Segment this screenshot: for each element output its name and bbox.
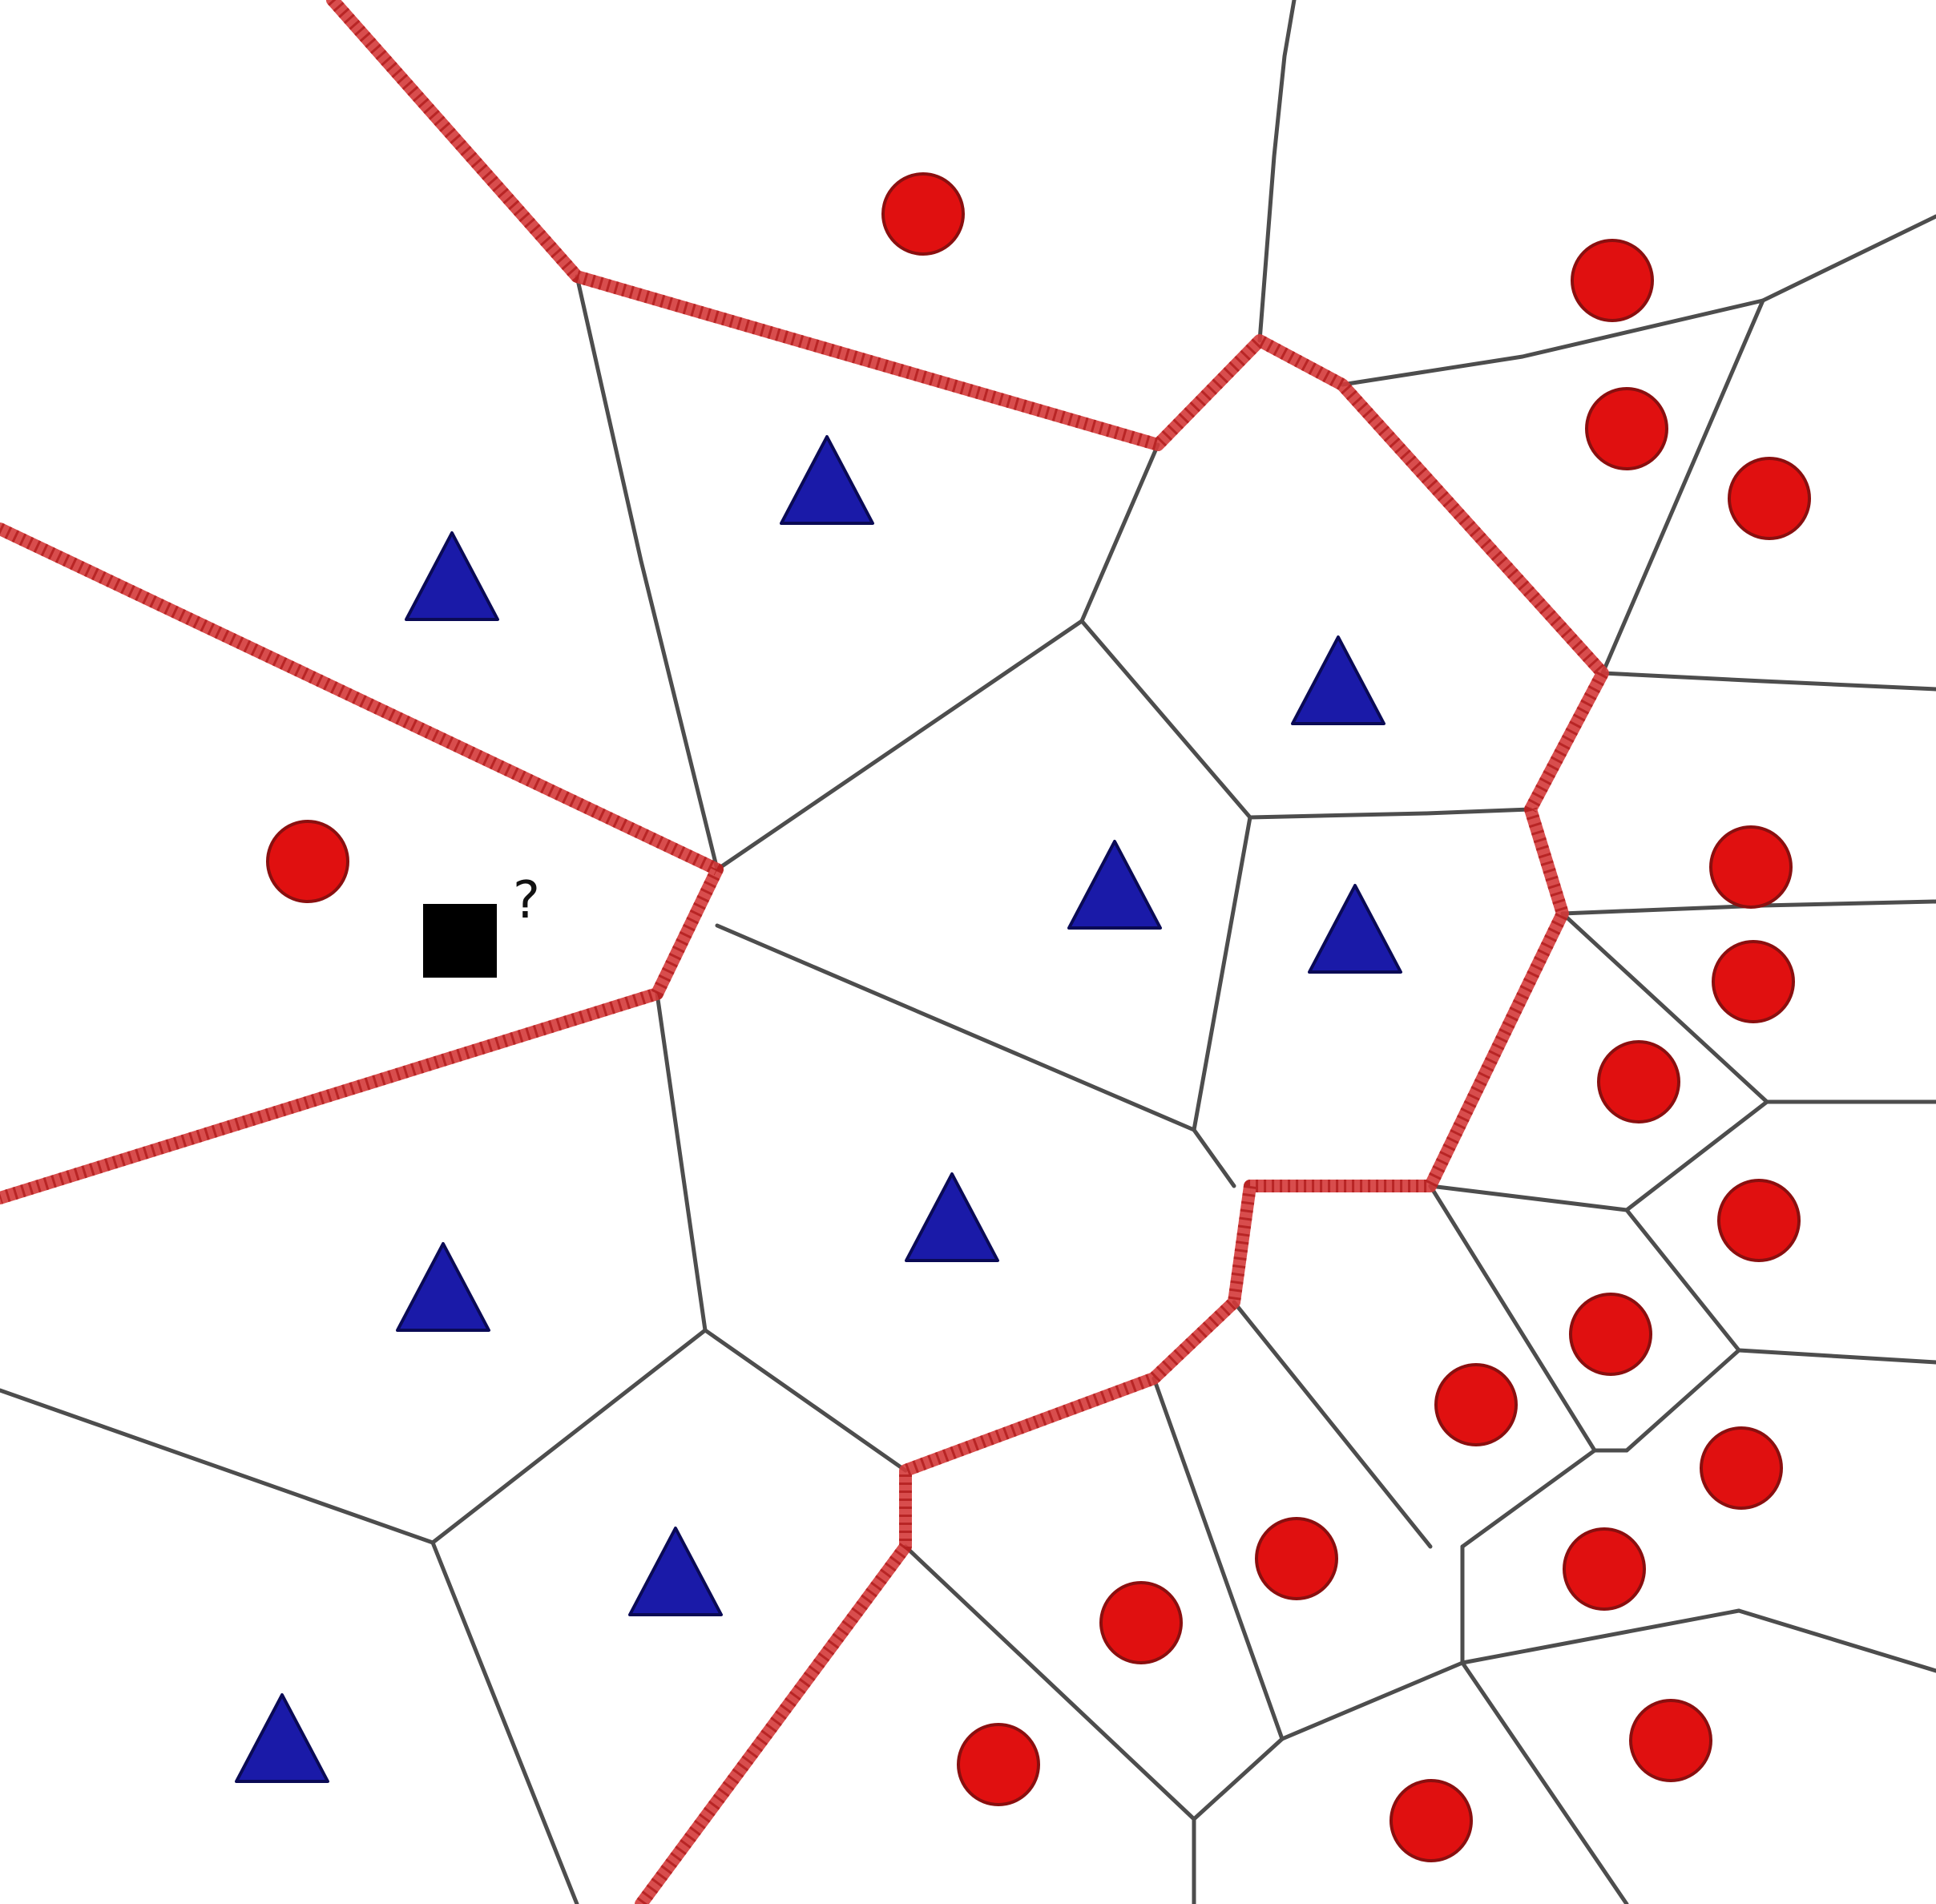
red-circle-point (1717, 1179, 1801, 1262)
red-circle-points (266, 172, 1811, 1862)
red-circle-point (1700, 1426, 1783, 1510)
decision-boundary-segment (0, 522, 724, 1204)
query-point-group: ? (423, 871, 540, 978)
cell-edge (1560, 911, 1769, 1104)
red-circle-point (1099, 1581, 1183, 1664)
cell-edge (703, 1328, 908, 1473)
red-circle-point (1255, 1517, 1338, 1600)
query-point-label: ? (513, 871, 540, 930)
cell-edge (1761, 214, 1936, 303)
cell-edge (1079, 619, 1252, 820)
cell-edge (1600, 298, 1765, 676)
red-circle-point (1712, 940, 1795, 1023)
cell-edge (1460, 1608, 1741, 1665)
cell-edge (0, 1388, 435, 1545)
blue-triangle-point (1067, 840, 1162, 930)
red-circle-point (1585, 387, 1668, 470)
cell-edge (1736, 1608, 1936, 1673)
cell-edge (1280, 1660, 1465, 1741)
blue-triangle-point (405, 531, 499, 621)
cell-edge (1428, 1184, 1629, 1212)
blue-triangle-point (1308, 884, 1402, 974)
cell-edge (1600, 671, 1936, 692)
blue-triangle-points (235, 435, 1402, 1783)
red-circle-point (1569, 1293, 1652, 1376)
cell-edge (430, 1540, 579, 1904)
blue-triangle-point (1291, 635, 1385, 725)
cell-edge (1624, 1208, 1741, 1353)
cell-edge (430, 1328, 708, 1545)
blue-triangle-point (628, 1527, 723, 1616)
cell-edge (1192, 1737, 1285, 1904)
blue-triangle-point (235, 1693, 329, 1783)
decision-boundary-hatching (0, 522, 724, 1204)
blue-triangle-point (780, 435, 874, 525)
cell-edge (1340, 298, 1765, 387)
blue-triangle-point (905, 1172, 999, 1262)
red-circle-point (881, 172, 965, 256)
cell-edge (1192, 815, 1252, 1132)
cell-edge (1736, 1348, 1936, 1365)
cell-edge (1232, 1300, 1433, 1549)
query-point-square (423, 904, 497, 978)
red-circle-point (1571, 239, 1654, 322)
decision-boundary (0, 0, 1609, 1904)
cell-edge (715, 923, 1236, 1188)
cell-edge (903, 1544, 1196, 1821)
cell-edge (1152, 1376, 1285, 1741)
red-circle-point (1597, 1040, 1680, 1123)
cell-edge (655, 991, 708, 1333)
cell-edge (1428, 1184, 1597, 1453)
red-circle-point (1563, 1527, 1646, 1611)
decision-boundary-hatching (328, 0, 1609, 1904)
red-circle-point (957, 1723, 1040, 1806)
cell-edge (1460, 1660, 1629, 1904)
red-circle-point (266, 820, 349, 903)
cell-edge (715, 619, 1084, 872)
cell-edge (1460, 1448, 1597, 1549)
red-circle-point (1434, 1363, 1518, 1446)
blue-triangle-point (396, 1242, 490, 1332)
cell-edge (575, 274, 720, 872)
cell-edge (1079, 442, 1160, 623)
red-circle-point (1728, 457, 1811, 540)
red-circle-point (1389, 1779, 1473, 1862)
red-circle-point (1709, 825, 1793, 909)
decision-boundary-segment (326, 0, 1609, 1904)
cell-edge (1248, 807, 1533, 820)
cell-edge (1257, 0, 1297, 343)
red-circle-point (1629, 1699, 1712, 1782)
cell-edge (1624, 1348, 1741, 1453)
cell-edge (1624, 1099, 1769, 1212)
